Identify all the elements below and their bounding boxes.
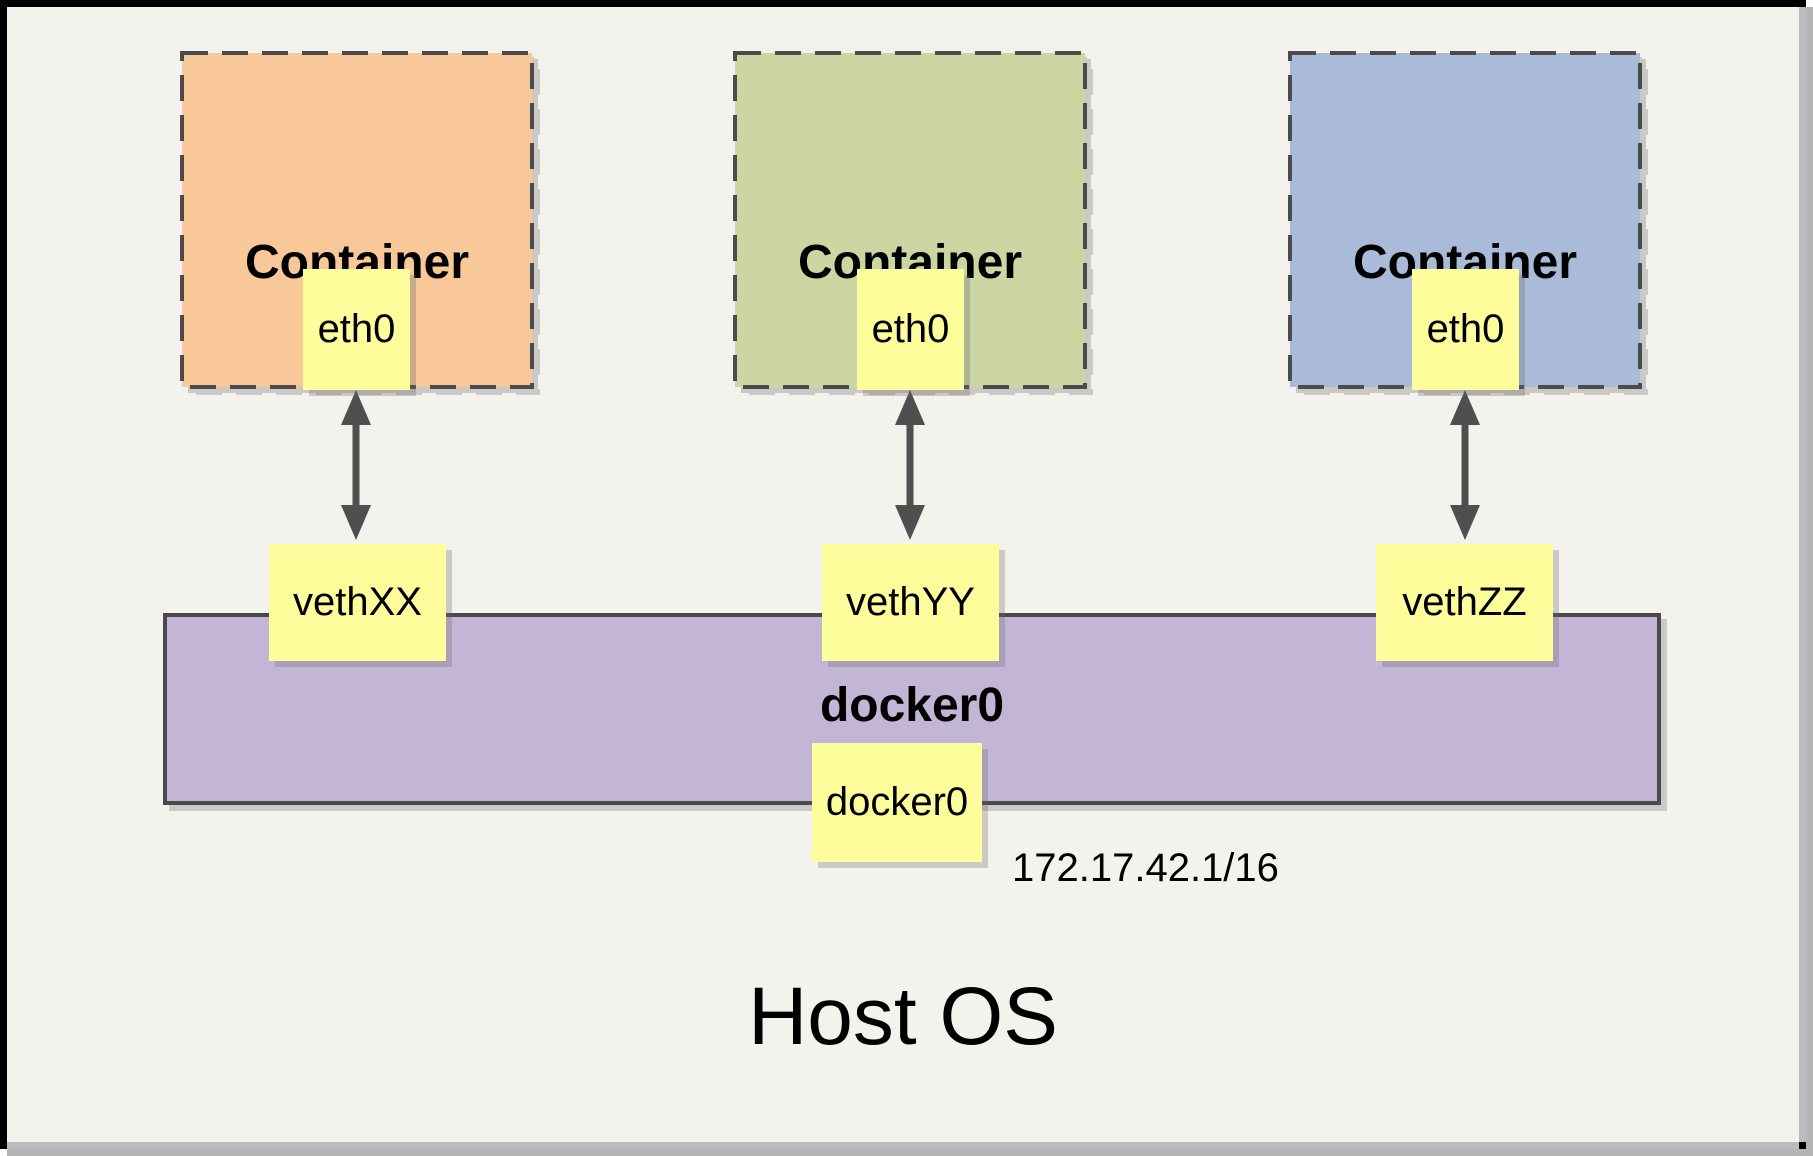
veth-connection-arrow-icon-3: [1450, 390, 1480, 540]
vethZZ-label: vethZZ: [1402, 580, 1527, 624]
veth-connection-arrow-icon-2: [895, 390, 925, 540]
vethXX-interface: vethXX: [269, 544, 446, 661]
vethYY-interface: vethYY: [822, 544, 999, 661]
eth0-label: eth0: [1426, 307, 1505, 351]
docker0-interface-label: docker0: [825, 780, 969, 824]
container-3-eth0-interface: eth0: [1412, 269, 1519, 390]
veth-connection-arrow-icon-1: [341, 390, 371, 540]
eth0-label: eth0: [317, 307, 396, 351]
container-2-eth0-interface: eth0: [857, 269, 964, 390]
panel-inner-shadow-bottom: [7, 1142, 1799, 1149]
vethYY-label: vethYY: [846, 580, 975, 624]
host-os-label: Host OS: [748, 971, 1058, 1062]
eth0-label: eth0: [871, 307, 950, 351]
panel-inner-shadow-right: [1799, 7, 1806, 1142]
docker0-bridge-label: docker0: [819, 679, 1005, 732]
vethZZ-interface: vethZZ: [1376, 544, 1553, 661]
container-1-eth0-interface: eth0: [303, 269, 410, 390]
docker0-interface: docker0: [812, 743, 982, 862]
bridge-ip-address: 172.17.42.1/16: [1012, 846, 1279, 890]
vethXX-label: vethXX: [293, 580, 422, 624]
